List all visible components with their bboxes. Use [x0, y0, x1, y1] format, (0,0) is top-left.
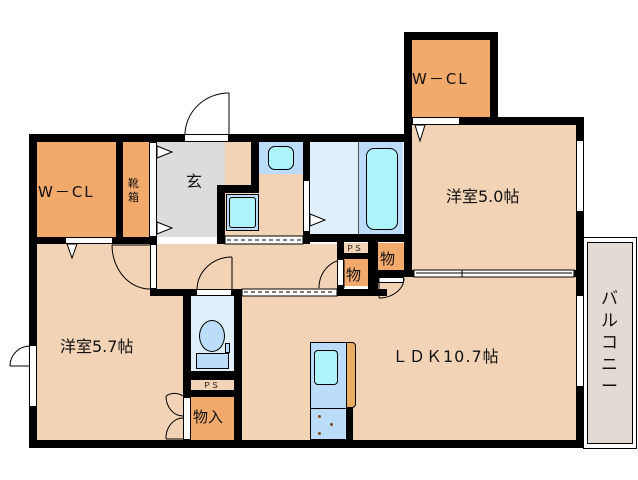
toilet-door-swing-icon: [196, 256, 233, 291]
shoebox-door[interactable]: [149, 142, 157, 237]
wall-storage2-bottom: [378, 270, 412, 277]
room1-ldk-sliding-door-icon: [413, 269, 575, 278]
bath-door[interactable]: [303, 180, 310, 232]
storage-toilet-label: 物入: [193, 408, 224, 426]
toilet-door[interactable]: [196, 289, 232, 296]
toilet-bowl-icon: [199, 320, 225, 352]
wall-right: [576, 117, 584, 447]
western-room-2-label: 洋室5.7帖: [60, 337, 134, 356]
entrance-door-opening[interactable]: [184, 134, 229, 142]
toilet-handle-icon: [225, 343, 230, 353]
wcl-left-door[interactable]: [65, 237, 113, 244]
western-room-2-top: [37, 244, 157, 294]
ps-toilet: [191, 380, 234, 390]
balcony-floor: [587, 242, 633, 444]
wcl-left-room: [37, 142, 116, 237]
wall-storage-right: [404, 242, 412, 277]
wall-left: [29, 134, 37, 447]
wcl-left-door-marker-icon: [66, 243, 78, 260]
storage-small-1-label: 物: [346, 266, 362, 284]
storage-toilet-door-swing-icon: [165, 392, 184, 440]
wall-toilet-right: [234, 289, 242, 440]
wall-top-left: [29, 134, 184, 142]
storage2-door-swing-icon: [378, 277, 405, 299]
shoe-box: [123, 142, 149, 237]
washroom-sliding-door-icon: [224, 235, 304, 245]
bathtub-icon: [366, 148, 398, 230]
stove-burner-icon: [318, 432, 321, 435]
ps-hall: [344, 243, 368, 253]
wall-toilet-ps: [191, 371, 234, 380]
toilet-tank-icon: [196, 353, 229, 369]
balcony-label: バルコニー: [601, 289, 618, 397]
wall-top-mid: [229, 134, 412, 142]
genkan-label: 玄: [186, 172, 203, 191]
room2-door-swing-icon: [111, 244, 151, 290]
wall-wcl-top-top: [404, 32, 498, 40]
bath-door-marker-icon: [309, 213, 327, 227]
storage-small-1: [344, 259, 368, 286]
wall-ps-storage: [191, 390, 234, 397]
storage-small-2: [378, 243, 404, 270]
kitchen-counter-edge: [346, 342, 356, 408]
room2-window[interactable]: [29, 345, 37, 407]
shoebox-door-marker-icon: [156, 145, 174, 235]
wall-hall-ldk: [337, 289, 387, 296]
wall-genkan-right: [251, 142, 259, 193]
wcl-top-door-marker-icon: [414, 124, 426, 143]
storage-toilet: [191, 397, 234, 440]
room2-window-swing-icon: [9, 345, 31, 367]
wall-ps-storage1: [344, 253, 368, 259]
wcl-left-label: W－CL: [38, 183, 95, 201]
ldk-room: [242, 296, 576, 440]
hall-ldk-sliding-door-icon: [241, 288, 338, 297]
wcl-top-label: W－CL: [412, 70, 469, 88]
sink-basin-icon: [268, 146, 294, 170]
ps-toilet-label: ＰＳ: [203, 381, 219, 390]
wall-wcl-top-left: [404, 32, 412, 272]
ps-hall-label: ＰＳ: [346, 244, 362, 253]
wall-genkan-inner-top: [217, 185, 251, 193]
ldk-label: ＬＤＫ10.7帖: [392, 347, 500, 366]
shoe-box-label: 靴箱: [128, 177, 139, 204]
storage1-door[interactable]: [337, 259, 344, 286]
wcl-top-door[interactable]: [412, 117, 460, 125]
wcl-top-room: [412, 40, 490, 117]
wall-wcl-left-right: [116, 142, 123, 244]
wall-bath-bottom: [303, 234, 412, 242]
wall-room1-top: [460, 117, 584, 125]
stove-burner-icon: [318, 415, 321, 418]
wall-storage-mid: [368, 242, 378, 296]
western-room-1-label: 洋室5.0帖: [446, 187, 520, 206]
wall-bottom: [29, 440, 584, 448]
ldk-upper: [378, 277, 576, 297]
wall-genkan-inner-left: [217, 185, 225, 244]
entrance-door-swing-icon: [184, 92, 230, 136]
hallway: [157, 244, 337, 289]
wall-kitchen-right: [346, 405, 353, 440]
wall-toilet-left: [183, 289, 191, 440]
room1-window[interactable]: [576, 140, 584, 212]
kitchen-divider: [310, 408, 347, 409]
wall-wcl-top-right: [490, 32, 498, 125]
ldk-window[interactable]: [576, 295, 584, 387]
kitchen-sink-icon: [314, 350, 338, 385]
storage-toilet-door[interactable]: [183, 397, 191, 440]
room2-door[interactable]: [150, 244, 157, 289]
western-room-1: [412, 125, 576, 270]
storage-small-2-label: 物: [380, 250, 396, 268]
washing-machine-inner-icon: [229, 197, 256, 228]
stove-burner-icon: [330, 423, 333, 426]
